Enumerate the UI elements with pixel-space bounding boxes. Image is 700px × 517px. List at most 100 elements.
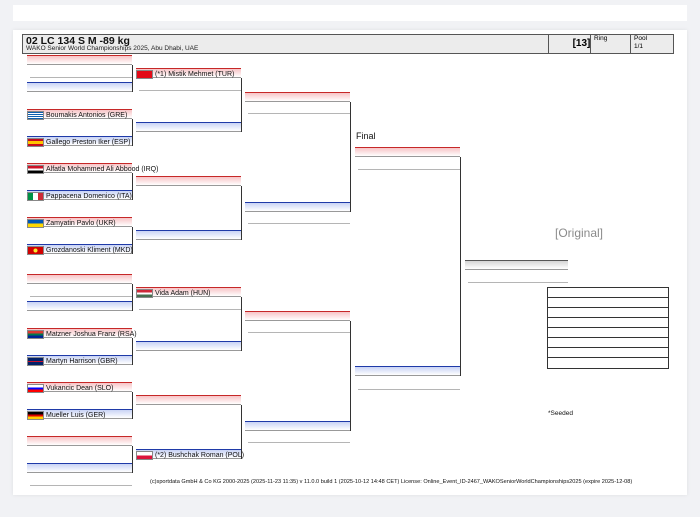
ring-label: Ring: [594, 35, 608, 42]
r2-connector: [241, 78, 242, 132]
r1-connector: [132, 227, 133, 254]
pool-value: 1/1: [634, 43, 644, 50]
irq-flag-icon: [27, 164, 44, 174]
hun-flag-icon: [136, 288, 153, 298]
rsa-flag-icon: [27, 329, 44, 339]
athlete-name: Pappacena Domenico (ITA): [46, 192, 132, 200]
athlete-name: Zamyatin Pavlo (UKR): [46, 219, 116, 227]
qf-slot-2-red: [245, 311, 350, 321]
r1-connector: [132, 119, 133, 146]
r2-slot-line: [139, 309, 241, 310]
r1-connector: [132, 392, 133, 419]
r1-slot-6-red: [27, 328, 132, 338]
r1-slot-8-red: [27, 436, 132, 446]
qf-slot-2-blue: [245, 421, 350, 431]
mkd-flag-icon: [27, 245, 44, 255]
athlete-entry: Mueller Luis (GER): [27, 410, 106, 420]
athlete-name: Vida Adam (HUN): [155, 289, 211, 297]
athlete-name: (*2) Bushchak Roman (POL): [155, 451, 245, 459]
event-subtitle: WAKO Senior World Championships 2025, Ab…: [26, 45, 199, 52]
qf-slot-1-blue: [245, 202, 350, 212]
ukr-flag-icon: [27, 218, 44, 228]
r2-connector: [241, 186, 242, 240]
qf-slot-line: [248, 223, 350, 224]
sf-slot-blue: [355, 366, 460, 376]
r1-connector: [132, 338, 133, 365]
qf-slot-1-red: [245, 92, 350, 102]
r2-slot-1-blue: [136, 122, 241, 132]
seeded-note: *Seeded: [548, 410, 573, 417]
results-row: [548, 308, 668, 318]
final-label: Final: [356, 131, 376, 141]
ger-flag-icon: [27, 410, 44, 420]
r2-slot-2-blue: [136, 230, 241, 240]
slo-flag-icon: [27, 383, 44, 393]
results-row: [548, 298, 668, 308]
qf-connector: [350, 102, 351, 212]
athlete-name: Vukancic Dean (SLO): [46, 384, 114, 392]
top-strip: [13, 5, 687, 21]
winner-slot-line: [468, 282, 568, 283]
r1-slot-7-blue: [27, 409, 132, 419]
gbr-flag-icon: [27, 356, 44, 366]
r1-slot-7-red: [27, 382, 132, 392]
athlete-name: Alfatla Mohammed Ali Abbood (IRQ): [46, 165, 159, 173]
winner-slot: [465, 260, 568, 270]
r2-slot-1-red: [136, 68, 241, 78]
results-table: [547, 287, 669, 369]
qf-connector: [350, 321, 351, 431]
athlete-entry: Pappacena Domenico (ITA): [27, 191, 132, 201]
ita-flag-icon: [27, 191, 44, 201]
tur-flag-icon: [136, 69, 153, 79]
r1-slot-line: [30, 296, 132, 297]
qf-slot-line: [248, 332, 350, 333]
r2-connector: [241, 405, 242, 459]
athlete-entry: Martyn Harrison (GBR): [27, 356, 118, 366]
sf-slot-line: [358, 389, 460, 390]
athlete-entry: Gallego Preston Iker (ESP): [27, 137, 130, 147]
r1-slot-1-red: [27, 55, 132, 65]
athlete-entry: Boumakis Antonios (GRE): [27, 110, 127, 120]
r1-slot-5-blue: [27, 301, 132, 311]
footer-copyright: (c)sportdata GmbH & Co KG 2000-2025 (202…: [150, 479, 633, 485]
pool-label: Pool: [634, 35, 648, 42]
athlete-name: (*1) Mistik Mehmet (TUR): [155, 70, 235, 78]
r1-slot-8-blue: [27, 463, 132, 473]
athlete-entry: (*2) Bushchak Roman (POL): [136, 450, 244, 460]
athlete-entry: Grozdanoski Kliment (MKD): [27, 245, 133, 255]
athlete-entry: Vida Adam (HUN): [136, 288, 211, 298]
r1-connector: [132, 173, 133, 200]
athlete-name: Martyn Harrison (GBR): [46, 357, 118, 365]
athlete-entry: Alfatla Mohammed Ali Abbood (IRQ): [27, 164, 158, 174]
results-row: [548, 348, 668, 358]
athlete-name: Mueller Luis (GER): [46, 411, 106, 419]
r2-slot-2-red: [136, 176, 241, 186]
athlete-entry: Vukancic Dean (SLO): [27, 383, 113, 393]
page-title: 02 LC 134 S M -89 kg: [26, 35, 130, 47]
r2-slot-line: [139, 90, 241, 91]
r2-slot-4-red: [136, 395, 241, 405]
r1-slot-4-red: [27, 217, 132, 227]
r1-connector: [132, 65, 133, 92]
r1-connector: [132, 284, 133, 311]
athlete-name: Boumakis Antonios (GRE): [46, 111, 128, 119]
results-row: [548, 318, 668, 328]
athlete-name: Matzner Joshua Franz (RSA): [46, 330, 137, 338]
sf-slot-red: [355, 147, 460, 157]
r1-slot-4-blue: [27, 244, 132, 254]
r1-slot-3-blue: [27, 190, 132, 200]
qf-slot-line: [248, 113, 350, 114]
athlete-name: Grozdanoski Kliment (MKD): [46, 246, 133, 254]
bracket-header: 02 LC 134 S M -89 kg WAKO Senior World C…: [22, 34, 674, 54]
pol-flag-icon: [136, 450, 153, 460]
r1-slot-2-red: [27, 109, 132, 119]
r2-connector: [241, 297, 242, 351]
r1-slot-1-blue: [27, 82, 132, 92]
r2-slot-4-blue: [136, 449, 241, 459]
r1-slot-5-red: [27, 274, 132, 284]
athlete-entry: (*1) Mistik Mehmet (TUR): [136, 69, 234, 79]
pool-cell: Pool 1/1: [630, 35, 673, 53]
r1-slot-line: [30, 77, 132, 78]
results-row: [548, 338, 668, 348]
ring-cell: Ring: [590, 35, 630, 53]
